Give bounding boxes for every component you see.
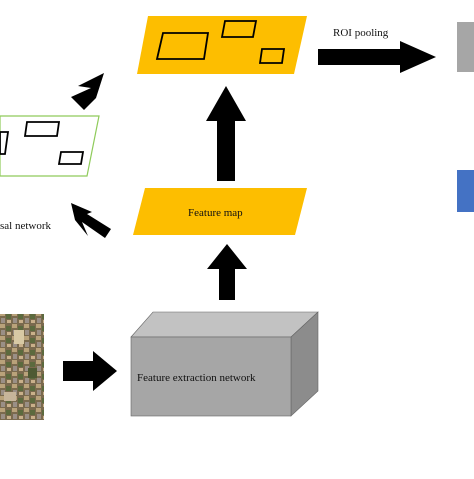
proposal-map [0, 115, 100, 177]
roi-box-bottom-right [258, 48, 286, 64]
feature-to-proposal-arrow [71, 203, 111, 238]
feature-map-shape [133, 188, 307, 235]
proposal-map-shape [0, 115, 100, 177]
input-image-detail-1 [14, 330, 24, 344]
proposal-box-2 [57, 151, 85, 165]
extraction-box-top [130, 311, 319, 338]
pooled-output-box [457, 22, 474, 72]
roi-box-large [155, 32, 210, 60]
roi-box-top-right [220, 20, 258, 38]
roi-pooling-label: ROI pooling [333, 27, 389, 39]
input-image-detail-3 [4, 392, 16, 401]
proposal-to-roi-arrow [71, 73, 104, 110]
feature-map-label: Feature map [188, 207, 243, 219]
proposal-box-3 [0, 131, 10, 155]
roi-pooling-arrow [318, 41, 436, 73]
proposal-network-label: sal network [0, 220, 52, 232]
roi-feature-map-shape [137, 16, 307, 74]
feature-to-roi-arrow [206, 86, 246, 181]
input-image-detail-2 [28, 368, 37, 378]
extraction-box-front [130, 336, 292, 417]
image-to-extraction-arrow [63, 351, 117, 391]
extraction-to-feature-arrow [207, 244, 247, 300]
roi-feature-map [137, 16, 307, 74]
classifier-box [457, 170, 474, 212]
feature-extraction-box [130, 311, 319, 417]
feature-extraction-label: Feature extraction network [137, 372, 256, 384]
input-image [0, 314, 44, 420]
proposal-box-1 [23, 121, 61, 137]
